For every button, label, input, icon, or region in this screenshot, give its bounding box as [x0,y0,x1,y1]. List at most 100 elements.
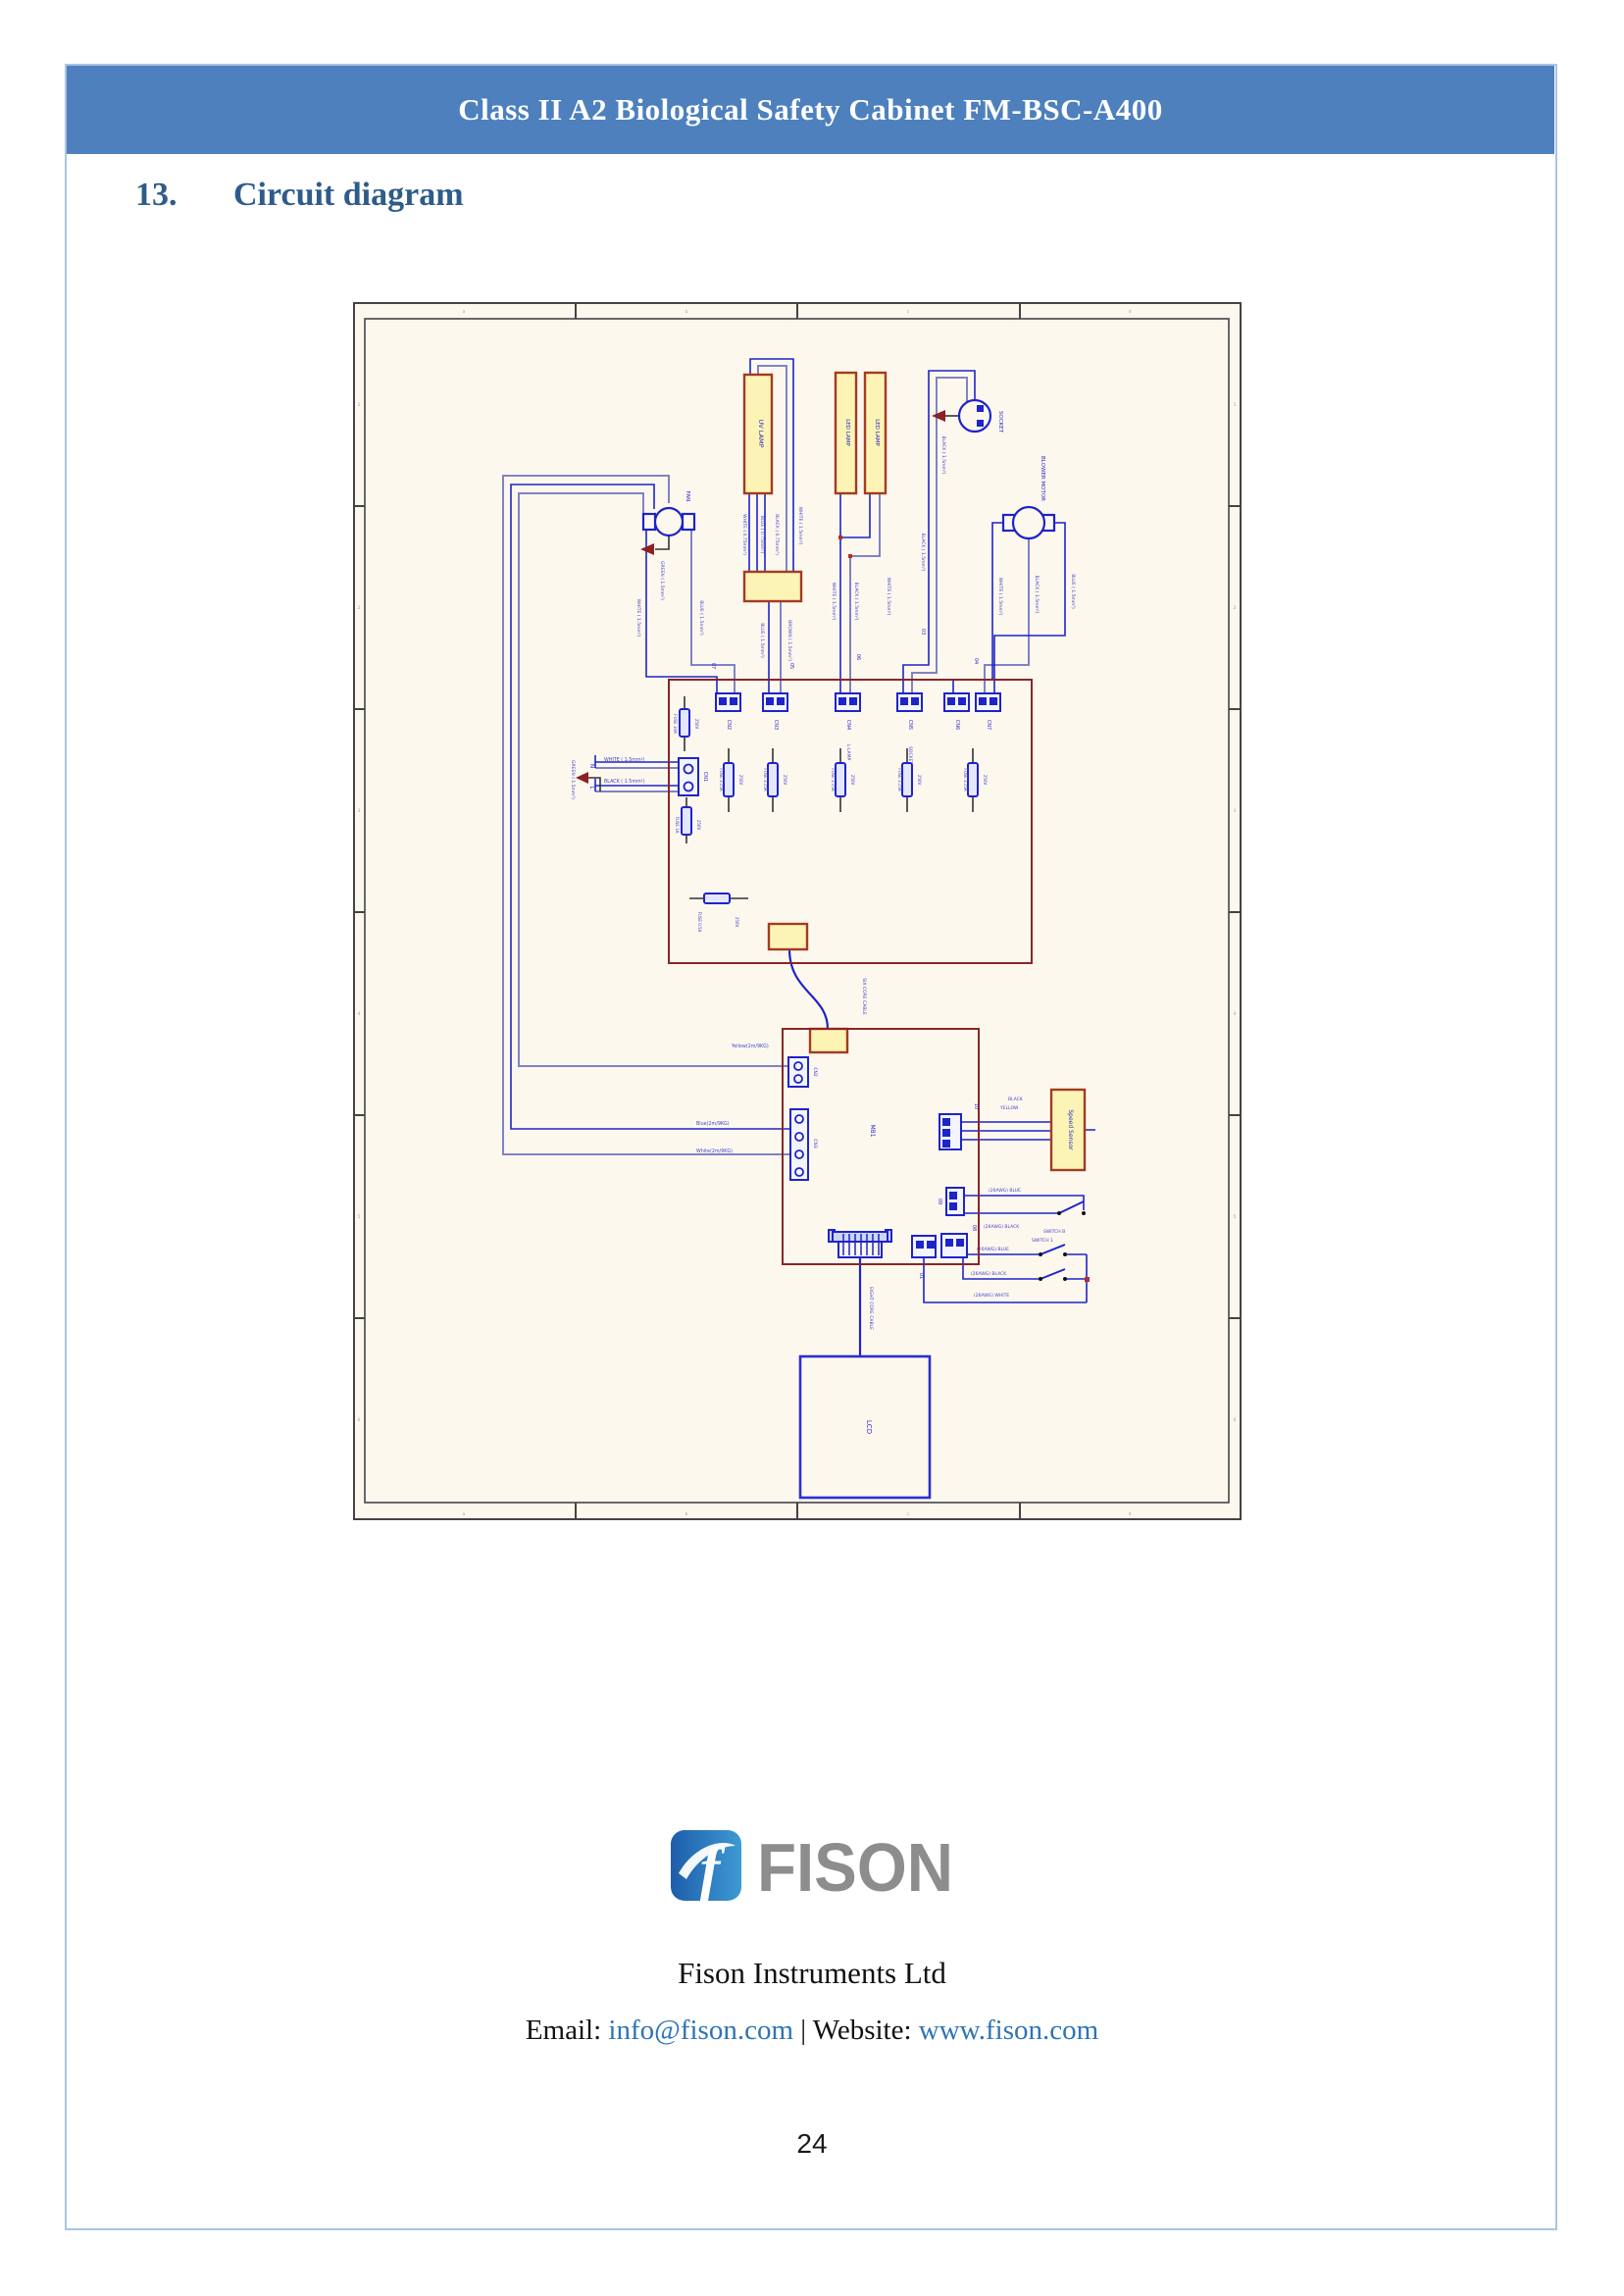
schematic-label: (26AWG) WHITE [974,1293,1009,1299]
schematic-label: WHITE ( 1.5mm²) [997,578,1003,616]
zone-ticks [354,303,1241,1519]
schematic-label: 01 [918,1273,924,1279]
schematic-label: BLACK ( 1.5mm²) [1034,576,1040,614]
schematic-label: BLACK ( 1.5mm²) [920,534,926,572]
schematic-label: 5 [1234,1214,1237,1220]
schematic-label: 250V [983,775,988,786]
led-lamp-box [834,371,858,495]
schematic-label: WHITE ( 1.5mm²) [797,507,803,545]
schematic-label: Blue(2m/9KG) [696,1121,730,1127]
schematic-label: BLACK ( 1.5mm²) [940,436,946,475]
page-number: 24 [796,2128,828,2159]
cn1-connector [678,757,699,796]
schematic-label: (26AWG) BLACK [971,1271,1007,1277]
connector [911,1235,937,1258]
website-link[interactable]: www.fison.com [918,2015,1099,2046]
connector [940,1233,968,1258]
header-box [808,1027,849,1054]
schematic-label: (26AWG) BLUE [989,1188,1021,1194]
schematic-label: YELLOW [999,1105,1019,1111]
power-board-outline [668,679,1033,964]
schematic-label: CN1 [702,772,708,782]
schematic-label: 1 [1234,402,1237,408]
connector [943,692,970,712]
schematic-label: 04 [973,658,979,664]
connector [939,1113,962,1150]
schematic-label: 5 [358,1214,361,1220]
schematic-label: BLACK ( 1.5mm²) [604,779,645,785]
schematic-label: WHITE ( 0.75mm²) [741,514,747,555]
socket-symbol [957,398,992,434]
schematic-label: Yellow(2m/9KG) [731,1044,769,1049]
schematic-label: 03 [920,629,926,635]
sheet-background [353,302,1242,1520]
schematic-label: d [1129,309,1132,315]
schematic-label: SWITCH B [1043,1229,1065,1235]
schematic-label: 2 [1234,605,1237,611]
schematic-label: c [907,1512,910,1517]
schematic-label: 2 [358,605,361,611]
relay-box [767,922,809,951]
connector [789,1108,809,1181]
schematic-label: SOCKET [997,411,1003,434]
switch-blades [1040,1200,1085,1280]
schematic-label: SWITCH 1 [1032,1238,1053,1244]
schematic-label: (26AWG) BLUE [977,1247,1009,1252]
junction-dots [838,536,1090,1282]
contact-line: Email: info@fison.com | Website: www.fis… [0,2015,1624,2047]
schematic-label: L [588,786,594,790]
schematic-label: FUSE 3.15A [719,768,724,791]
schematic-label: CN4 [845,720,851,730]
schematic-label: FUSE 3.15A [831,768,836,791]
fison-f-icon: f [671,1830,741,1903]
schematic-label: 6 [358,1417,361,1423]
section-number: 13. [135,177,178,213]
main-board-outline [782,1028,980,1265]
ribbon-connector [828,1229,892,1258]
schematic-label: 250V [735,917,739,928]
connector [896,692,923,712]
section-heading: 13. Circuit diagram [135,177,464,214]
schematic-label: 10 [973,1103,979,1109]
schematic-label: LED LAMP [874,419,880,446]
schematic-label: 250V [696,820,701,831]
schematic-label: 06 [855,654,861,660]
schematic-label: FUSE 3.15A [963,768,968,791]
schematic-label: BLUE ( 1.5mm²) [698,600,704,636]
schematic-label: CN5 [907,720,913,730]
lcd-box [798,1354,932,1500]
header-banner: Class II A2 Biological Safety Cabinet FM… [67,66,1554,154]
schematic-label: 08 [971,1225,977,1231]
connector [715,692,741,712]
blower-motor-symbol [1001,505,1056,540]
schematic-label: GREEN ( 1.5mm²) [570,760,576,799]
schematic-label: 250V [738,775,743,786]
schematic-label: WHITE ( 1.5mm²) [604,757,645,763]
schematic-label: BLACK [1008,1097,1024,1102]
schematic-label: BLACK ( 0.75mm²) [774,514,780,555]
fison-logo: f FISON [671,1829,953,1905]
schematic-label: CN3 [812,1139,818,1148]
schematic-label: 1 [358,402,361,408]
schematic-label: BROWN ( 1.5mm²) [787,620,792,661]
schematic-label: BLOWER MOTOR [1040,456,1045,501]
schematic-label: a [463,1512,466,1517]
schematic-label: BLUE ( 0.75mm²) [759,516,765,554]
schematic-label: FUSE 10A [673,714,678,734]
schematic-label: Speed Sensor [1067,1109,1074,1150]
email-link[interactable]: info@fison.com [608,2015,794,2046]
schematic-label: FUSE 3.15A [763,768,768,791]
schematic-label: BLUE ( 1.5mm²) [1070,574,1076,609]
speed-sensor-box [1049,1088,1087,1172]
connector [975,692,1001,712]
led-lamp-box [863,371,888,495]
schematic-label: 250V [694,719,699,730]
schematic-label: c [907,310,910,315]
schematic-label: b [685,309,688,315]
schematic-label: a [463,310,466,315]
page-border [65,64,1557,2230]
schematic-label: 3 [358,808,361,814]
schematic-label: WHITE ( 1.5mm²) [635,599,641,638]
schematic-label: White(2m/9KG) [696,1148,733,1154]
schematic-label: 250V [850,775,855,786]
